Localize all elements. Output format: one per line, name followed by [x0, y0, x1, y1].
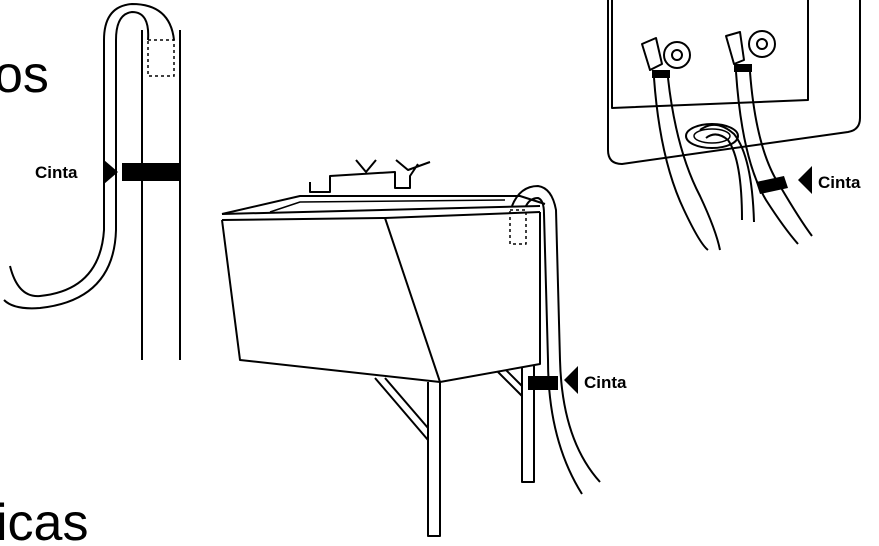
hose-outer-line: [3, 10, 150, 310]
tape-band-center: [528, 376, 558, 390]
hose-end-inside-pipe: [147, 39, 175, 77]
wall-box-outline: [607, 0, 861, 165]
triangle-pointer-icon: [564, 366, 578, 394]
left-valve-body: [641, 37, 663, 71]
laundry-sink-illustration: [221, 159, 601, 537]
sink-body-outline: [221, 212, 541, 383]
wall-box-illustration: [607, 0, 861, 251]
right-valve-knob-center: [756, 38, 768, 50]
wall-box-inner-panel: [611, 0, 809, 109]
left-valve-knob: [663, 41, 691, 69]
drain-hose-outer: [699, 123, 755, 223]
basin-inner-edge: [269, 199, 506, 213]
sink-body-corner: [384, 217, 441, 383]
right-valve-collar: [734, 64, 752, 72]
sink-rim-front-top: [221, 205, 541, 215]
tape-label-left: Cinta: [35, 163, 78, 182]
tape-band-left: [122, 163, 180, 181]
right-valve-body: [725, 31, 745, 65]
standpipe-illustration: [3, 2, 181, 360]
left-valve-collar: [652, 70, 670, 78]
drain-hose-inner: [705, 133, 743, 221]
faucet: [309, 159, 431, 193]
tape-label-right: Cinta: [818, 173, 861, 192]
left-valve-knob-center: [671, 49, 683, 61]
sink-brace-right: [497, 369, 523, 397]
right-supply-hose-inner: [749, 71, 813, 237]
partial-heading-bottom: icas: [0, 494, 88, 546]
sink-leg-right: [521, 366, 535, 483]
partial-heading-top: os: [0, 46, 49, 104]
sink-hose-outer-line: [511, 185, 601, 483]
sink-brace-left: [374, 377, 429, 441]
drain-opening-inner: [693, 128, 731, 144]
triangle-pointer-icon: [798, 166, 812, 194]
triangle-pointer-icon: [104, 160, 118, 184]
right-valve-knob: [748, 30, 776, 58]
hose-inner-line: [9, 2, 175, 298]
sink-hose-inner-line: [525, 197, 583, 495]
hose-end-inside-sink: [509, 209, 527, 245]
left-supply-hose-inner: [667, 77, 721, 251]
tape-label-center: Cinta: [584, 373, 627, 392]
left-supply-hose-outer: [653, 77, 709, 251]
tape-band-right: [756, 176, 788, 194]
sink-leg-front: [427, 382, 441, 537]
